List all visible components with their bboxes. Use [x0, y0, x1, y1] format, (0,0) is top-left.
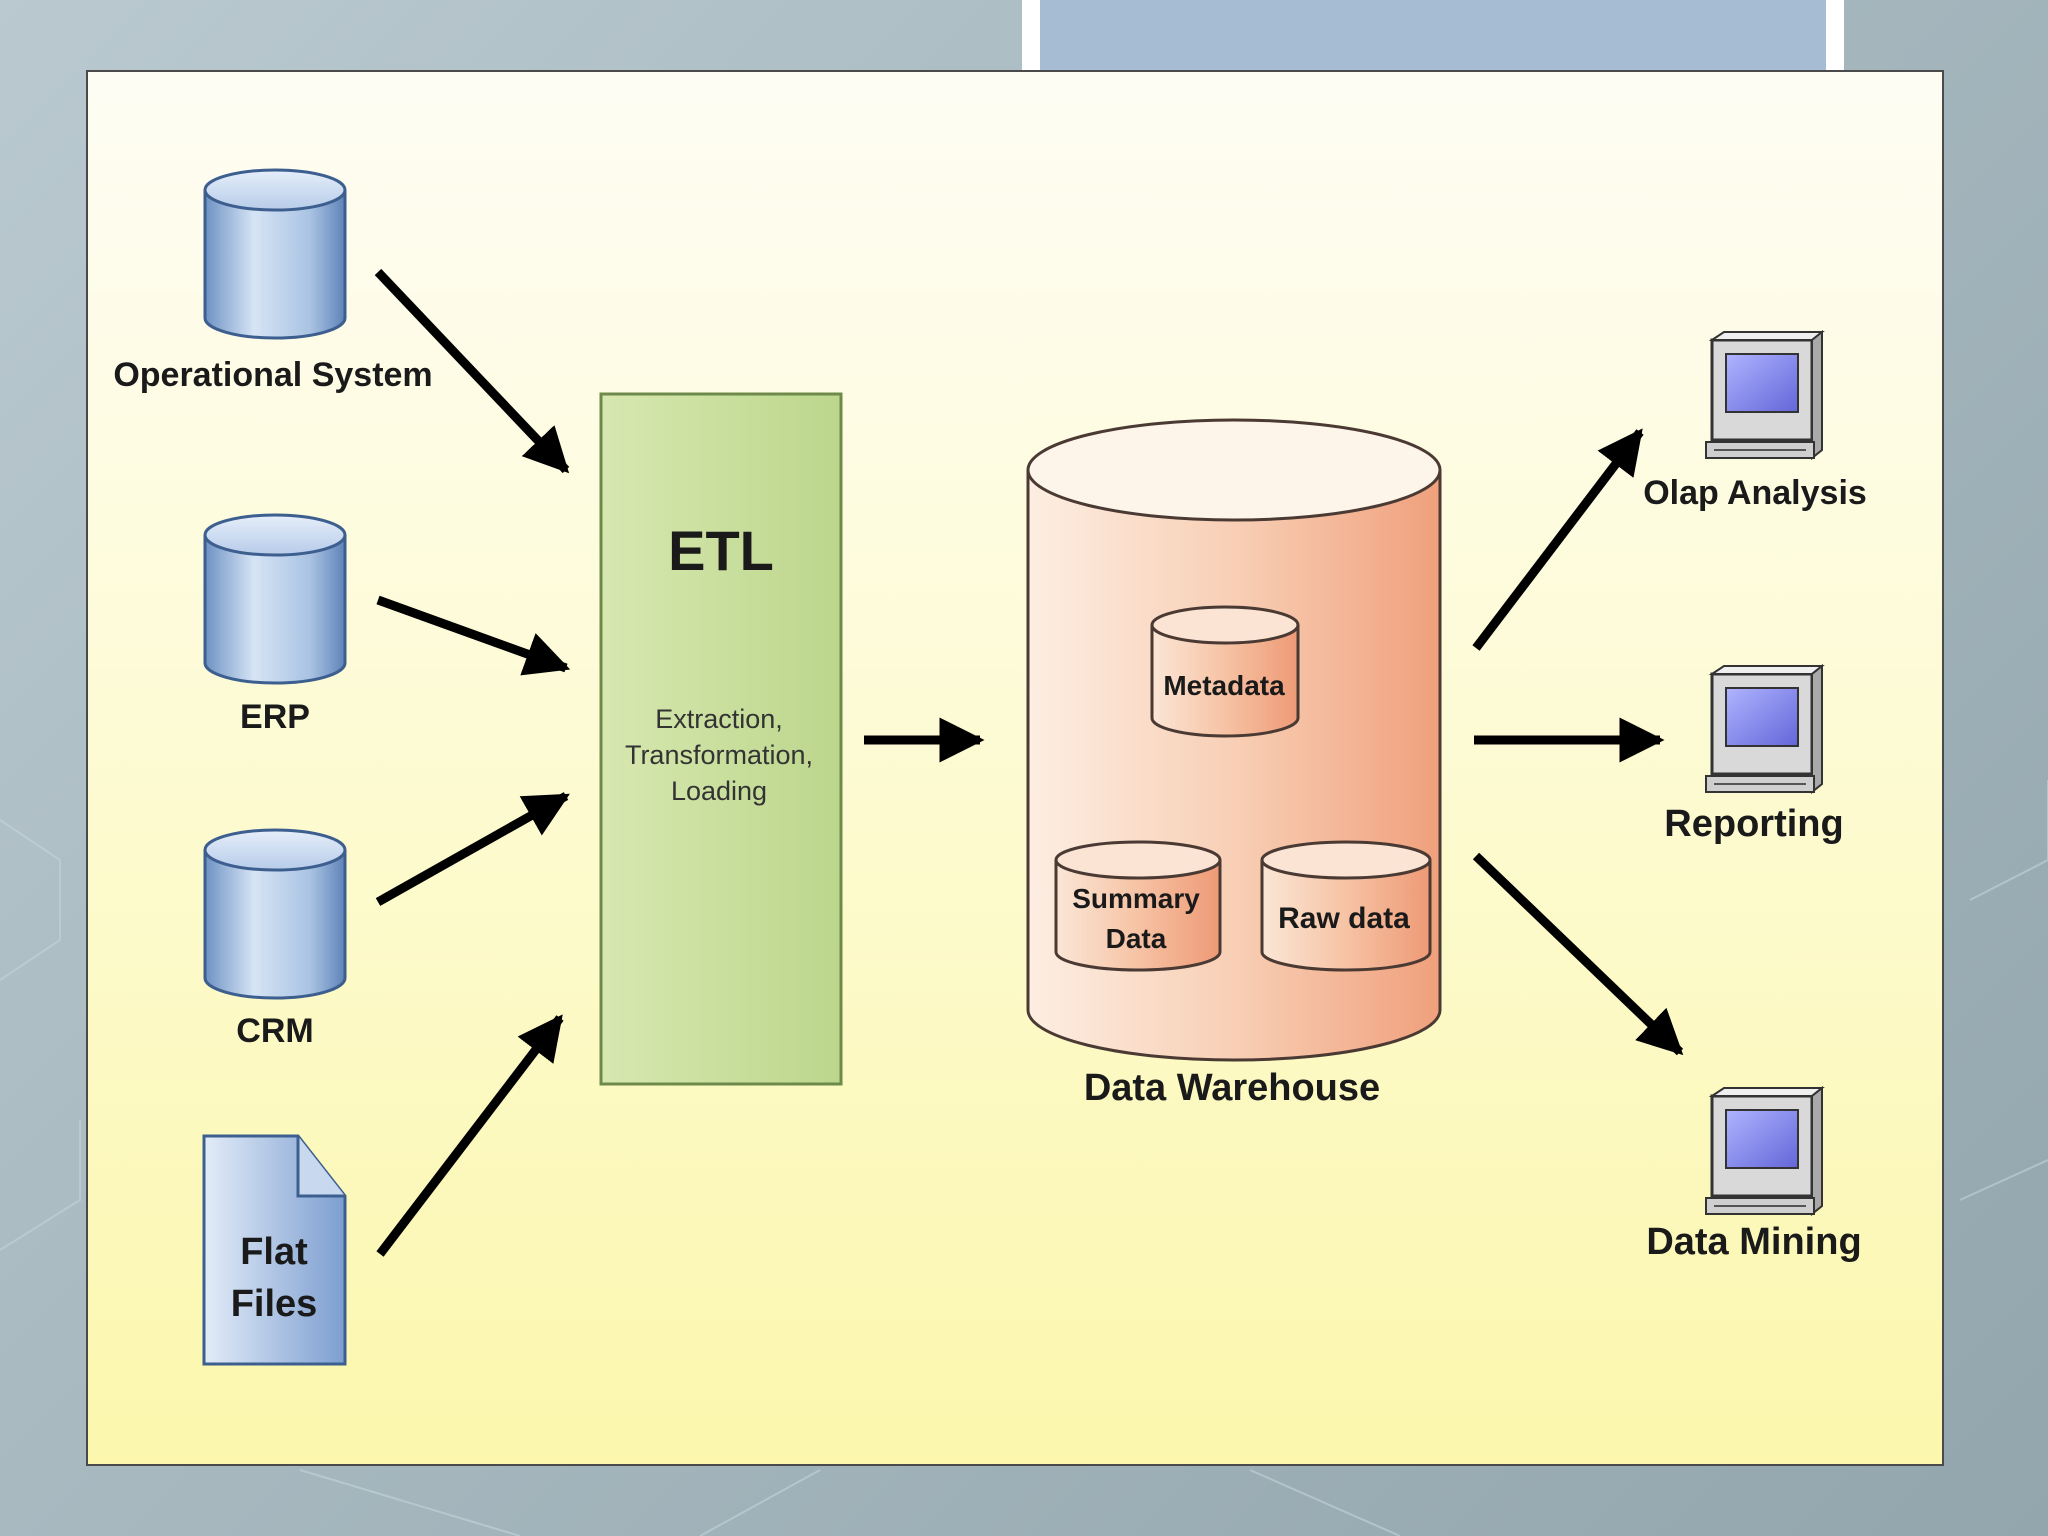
crm-label: CRM: [236, 1012, 313, 1050]
operational-system-db-icon: [203, 168, 347, 340]
data-mining-label: Data Mining: [1646, 1221, 1861, 1263]
arrow-erp-to-etl: [376, 595, 571, 676]
flat-files-label-line-1: Flat: [240, 1231, 308, 1273]
olap-analysis-label: Olap Analysis: [1643, 474, 1867, 512]
etl-box: [599, 392, 843, 1086]
data-mining-computer-icon: [1705, 1085, 1825, 1217]
erp-db-icon: [203, 513, 347, 685]
etl-title: ETL: [668, 519, 774, 582]
arrow-warehouse-to-olap: [1472, 428, 1644, 651]
summary-data-label-line-1: Summary: [1072, 883, 1200, 914]
raw-data-label: Raw data: [1278, 902, 1410, 935]
olap-computer-icon: [1705, 329, 1825, 461]
etl-description-line-3: Loading: [671, 776, 767, 806]
reporting-computer-icon: [1705, 663, 1825, 795]
etl-description-line-1: Extraction,: [655, 704, 783, 734]
metadata-label: Metadata: [1163, 670, 1285, 701]
operational-system-label: Operational System: [113, 356, 432, 394]
arrow-operational-to-etl: [374, 268, 570, 474]
arrow-warehouse-to-mining: [1472, 852, 1684, 1056]
erp-label: ERP: [240, 698, 310, 736]
top-tab: [1040, 0, 1826, 70]
flat-files-label-line-2: Files: [231, 1283, 318, 1325]
raw-data-db-icon: [1260, 840, 1432, 972]
etl-description-line-2: Transformation,: [625, 740, 813, 770]
flat-files-document-icon: [202, 1134, 347, 1366]
data-warehouse-label: Data Warehouse: [1084, 1067, 1380, 1109]
metadata-db-icon: [1150, 605, 1300, 738]
crm-db-icon: [203, 828, 347, 1000]
arrow-flatfiles-to-etl: [376, 1014, 564, 1257]
summary-data-label-line-2: Data: [1106, 923, 1167, 954]
reporting-label: Reporting: [1664, 803, 1843, 845]
arrow-crm-to-etl: [375, 792, 570, 906]
summary-data-db-icon: [1054, 840, 1222, 972]
